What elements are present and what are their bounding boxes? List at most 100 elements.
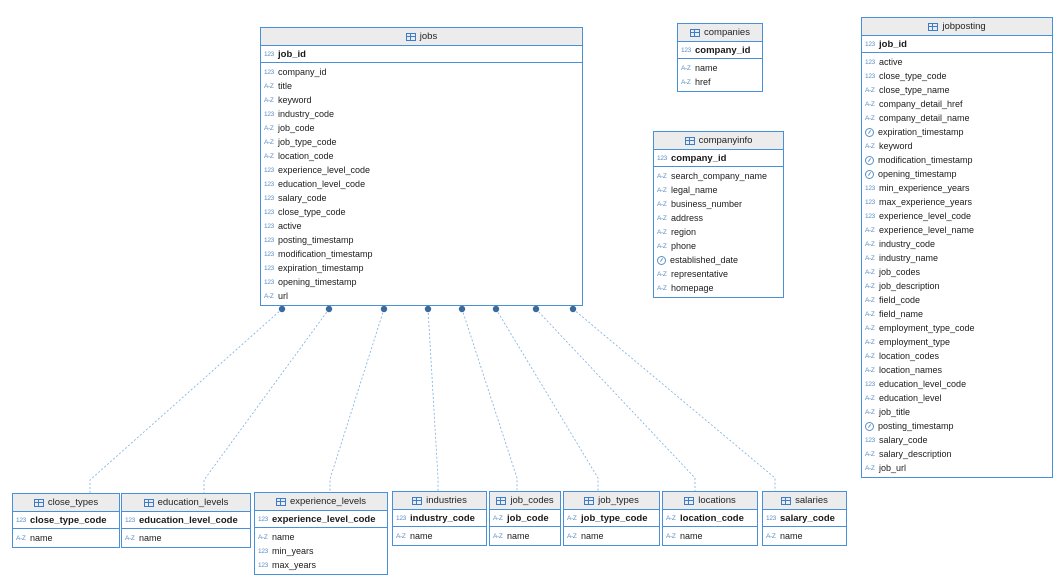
table-header[interactable]: job_codes — [490, 492, 560, 510]
relationship-line-education_levels[interactable] — [203, 308, 330, 493]
table-header[interactable]: education_levels — [122, 494, 250, 512]
table-header[interactable]: jobs — [261, 28, 582, 46]
column-row[interactable]: posting_timestamp — [862, 419, 1052, 433]
table-header[interactable]: companies — [678, 24, 762, 42]
table-header[interactable]: industries — [393, 492, 486, 510]
table-header[interactable]: close_types — [13, 494, 119, 512]
relationship-line-locations[interactable] — [535, 308, 696, 491]
table-header[interactable]: salaries — [763, 492, 846, 510]
table-header[interactable]: companyinfo — [654, 132, 783, 150]
column-row[interactable]: expiration_timestamp — [862, 125, 1052, 139]
table-header[interactable]: job_types — [564, 492, 659, 510]
relationship-line-industries[interactable] — [427, 308, 439, 491]
column-row[interactable]: established_date — [654, 253, 783, 267]
relationship-line-job_codes[interactable] — [461, 308, 518, 491]
relationship-line-salaries[interactable] — [572, 308, 776, 491]
table-header[interactable]: locations — [663, 492, 757, 510]
table-header[interactable]: jobposting — [862, 18, 1052, 36]
relationship-line-job_types[interactable] — [495, 308, 599, 491]
table-header[interactable]: experience_levels — [255, 493, 387, 511]
relationship-line-close_types[interactable] — [89, 308, 283, 493]
relationship-line-experience_levels[interactable] — [329, 308, 385, 492]
